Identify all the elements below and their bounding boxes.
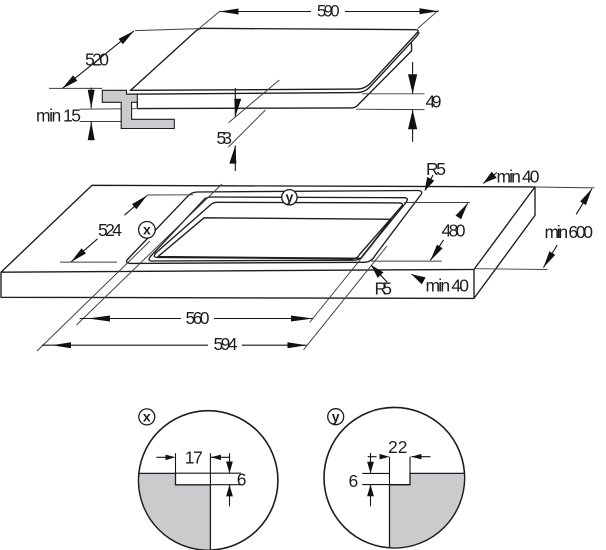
svg-text:6: 6 (237, 470, 247, 490)
svg-text:520: 520 (85, 49, 109, 69)
svg-text:49: 49 (426, 92, 442, 112)
svg-text:594: 594 (214, 334, 238, 354)
svg-text:min 15: min 15 (36, 105, 81, 125)
svg-text:x: x (143, 409, 151, 425)
svg-text:min 600: min 600 (545, 222, 594, 242)
svg-text:17: 17 (185, 447, 203, 467)
svg-text:R5: R5 (426, 159, 446, 179)
svg-text:y: y (332, 408, 340, 424)
svg-text:560: 560 (186, 308, 210, 328)
svg-text:524: 524 (98, 220, 122, 240)
svg-text:480: 480 (442, 220, 466, 240)
svg-text:590: 590 (317, 2, 340, 20)
svg-text:6: 6 (349, 471, 359, 491)
svg-text:min 40: min 40 (426, 276, 470, 296)
svg-text:22: 22 (388, 437, 408, 457)
svg-text:min 40: min 40 (497, 167, 540, 187)
svg-text:y: y (286, 189, 294, 205)
svg-text:x: x (143, 222, 151, 238)
svg-text:R5: R5 (375, 278, 393, 298)
svg-text:53: 53 (217, 128, 233, 148)
